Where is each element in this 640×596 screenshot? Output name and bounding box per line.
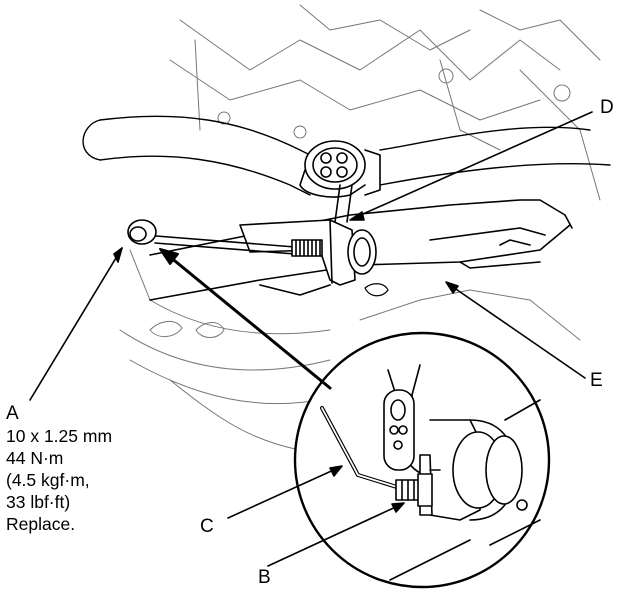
callout-b: B xyxy=(258,567,271,588)
replace-note: Replace. xyxy=(6,514,76,534)
callout-d: D xyxy=(600,97,614,118)
torque-lbf: 33 lbf·ft) xyxy=(6,492,71,512)
torque-nm: 44 N·m xyxy=(6,448,64,468)
callout-e: E xyxy=(590,370,603,391)
detail-view xyxy=(293,331,551,589)
upper-shaft xyxy=(82,115,611,196)
lower-arm xyxy=(149,199,573,301)
background-structure xyxy=(119,4,601,451)
flange-bolt xyxy=(127,219,323,257)
bolt-size: 10 x 1.25 mm xyxy=(6,426,113,446)
callout-a: A xyxy=(6,403,19,424)
leader-lines xyxy=(29,111,593,567)
stabilizer-link xyxy=(239,140,381,296)
torque-kgf: (4.5 kgf·m, xyxy=(6,470,90,490)
callout-c: C xyxy=(200,516,214,537)
